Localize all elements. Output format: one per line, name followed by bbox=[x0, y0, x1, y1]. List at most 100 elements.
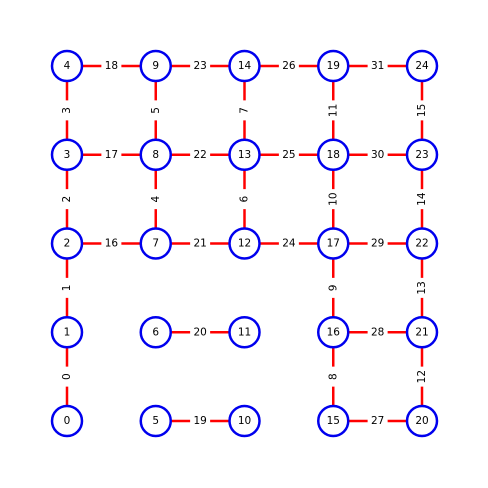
node-label: 23 bbox=[415, 149, 428, 161]
node-label: 9 bbox=[152, 60, 159, 72]
node-circle bbox=[228, 316, 261, 349]
node-circle bbox=[405, 316, 439, 349]
node-4: 4 bbox=[50, 49, 84, 83]
node-label: 15 bbox=[327, 415, 340, 427]
edge-label-group: 14 bbox=[415, 189, 429, 210]
edge-label: 5 bbox=[150, 107, 162, 114]
node-19: 19 bbox=[317, 49, 350, 83]
node-label: 2 bbox=[64, 238, 71, 250]
edge-label-group: 31 bbox=[367, 59, 388, 73]
node-22: 22 bbox=[405, 227, 439, 260]
node-label: 6 bbox=[152, 326, 159, 338]
node-18: 18 bbox=[317, 138, 350, 171]
node-label: 1 bbox=[64, 326, 71, 338]
node-circle bbox=[228, 49, 261, 83]
edge-label: 12 bbox=[416, 370, 428, 383]
edge-label-group: 24 bbox=[278, 236, 299, 251]
edge-label-background bbox=[367, 147, 388, 162]
edge-label-group: 29 bbox=[367, 236, 388, 251]
node-label: 19 bbox=[327, 60, 340, 72]
node-circle bbox=[405, 49, 439, 83]
edge-label-group: 1 bbox=[60, 277, 74, 298]
edge-label-background bbox=[415, 100, 429, 121]
node-17: 17 bbox=[317, 227, 350, 260]
node-circle bbox=[317, 316, 350, 349]
edge-label-background bbox=[326, 366, 341, 387]
edge-label-background bbox=[367, 325, 388, 340]
edge-label: 14 bbox=[416, 192, 428, 206]
edge-label-group: 18 bbox=[101, 59, 122, 73]
node-16: 16 bbox=[317, 316, 350, 349]
node-circle bbox=[139, 404, 172, 438]
edge-label-background bbox=[148, 100, 163, 121]
edge-label-group: 20 bbox=[190, 325, 211, 340]
edge-label: 15 bbox=[416, 104, 428, 117]
node-23: 23 bbox=[405, 138, 439, 171]
edge-label-group: 23 bbox=[190, 59, 211, 73]
edge-label-group: 3 bbox=[60, 100, 74, 121]
node-circle bbox=[139, 227, 172, 260]
node-label: 21 bbox=[415, 326, 428, 338]
node-circle bbox=[139, 316, 172, 349]
edge-label: 25 bbox=[282, 149, 295, 161]
edge-label-group: 12 bbox=[415, 366, 429, 387]
edge-label: 8 bbox=[327, 373, 339, 380]
edge-label: 28 bbox=[371, 326, 384, 338]
edge-label-group: 7 bbox=[237, 100, 252, 121]
edge-label-background bbox=[415, 189, 429, 210]
edge-label-background bbox=[190, 325, 211, 340]
node-8: 8 bbox=[139, 138, 172, 171]
node-circle bbox=[50, 316, 84, 349]
node-15: 15 bbox=[317, 404, 350, 438]
edge-label-background bbox=[60, 366, 74, 387]
edge-label-background bbox=[60, 189, 74, 210]
node-7: 7 bbox=[139, 227, 172, 260]
edge-label-background bbox=[367, 236, 388, 251]
node-11: 11 bbox=[228, 316, 261, 349]
edge-label: 24 bbox=[282, 238, 296, 250]
edge-label-group: 10 bbox=[326, 189, 341, 210]
edge-label-group: 30 bbox=[367, 147, 388, 162]
edge-label-background bbox=[60, 277, 74, 298]
edge-label-group: 4 bbox=[148, 189, 163, 210]
edge-label: 3 bbox=[61, 107, 73, 114]
node-label: 13 bbox=[238, 149, 251, 161]
edge-label-background bbox=[326, 277, 341, 298]
edge-label: 9 bbox=[327, 285, 339, 292]
node-label: 5 bbox=[152, 415, 159, 427]
node-9: 9 bbox=[139, 49, 172, 83]
edge-label: 11 bbox=[327, 104, 339, 117]
edge-label-group: 21 bbox=[190, 236, 211, 251]
edge-label-group: 6 bbox=[237, 189, 252, 210]
node-circle bbox=[228, 138, 261, 171]
node-circle bbox=[139, 138, 172, 171]
edge-label: 2 bbox=[61, 196, 73, 203]
node-label: 4 bbox=[64, 60, 71, 72]
node-label: 0 bbox=[64, 415, 71, 427]
node-label: 11 bbox=[238, 326, 251, 338]
edge-label-group: 15 bbox=[415, 100, 429, 121]
edge-label-group: 11 bbox=[326, 100, 341, 121]
edge-label: 22 bbox=[193, 149, 206, 161]
node-0: 0 bbox=[50, 404, 84, 438]
edge-label-background bbox=[326, 189, 341, 210]
edge-label-group: 22 bbox=[190, 147, 211, 162]
edge-label-background bbox=[237, 100, 252, 121]
node-circle bbox=[139, 49, 172, 83]
edge-label: 7 bbox=[239, 107, 251, 114]
node-circle bbox=[50, 404, 84, 438]
edge-label: 29 bbox=[371, 238, 384, 250]
node-label: 10 bbox=[238, 415, 251, 427]
node-3: 3 bbox=[50, 138, 84, 171]
edge-label: 26 bbox=[282, 60, 296, 72]
edge-label: 21 bbox=[193, 238, 206, 250]
edge-label-background bbox=[326, 100, 341, 121]
edge-label-group: 5 bbox=[148, 100, 163, 121]
edge-label-background bbox=[278, 147, 299, 162]
node-6: 6 bbox=[139, 316, 172, 349]
edge-label-background bbox=[415, 366, 429, 387]
edge-label-group: 26 bbox=[278, 59, 299, 73]
edge-label-group: 8 bbox=[326, 366, 341, 387]
